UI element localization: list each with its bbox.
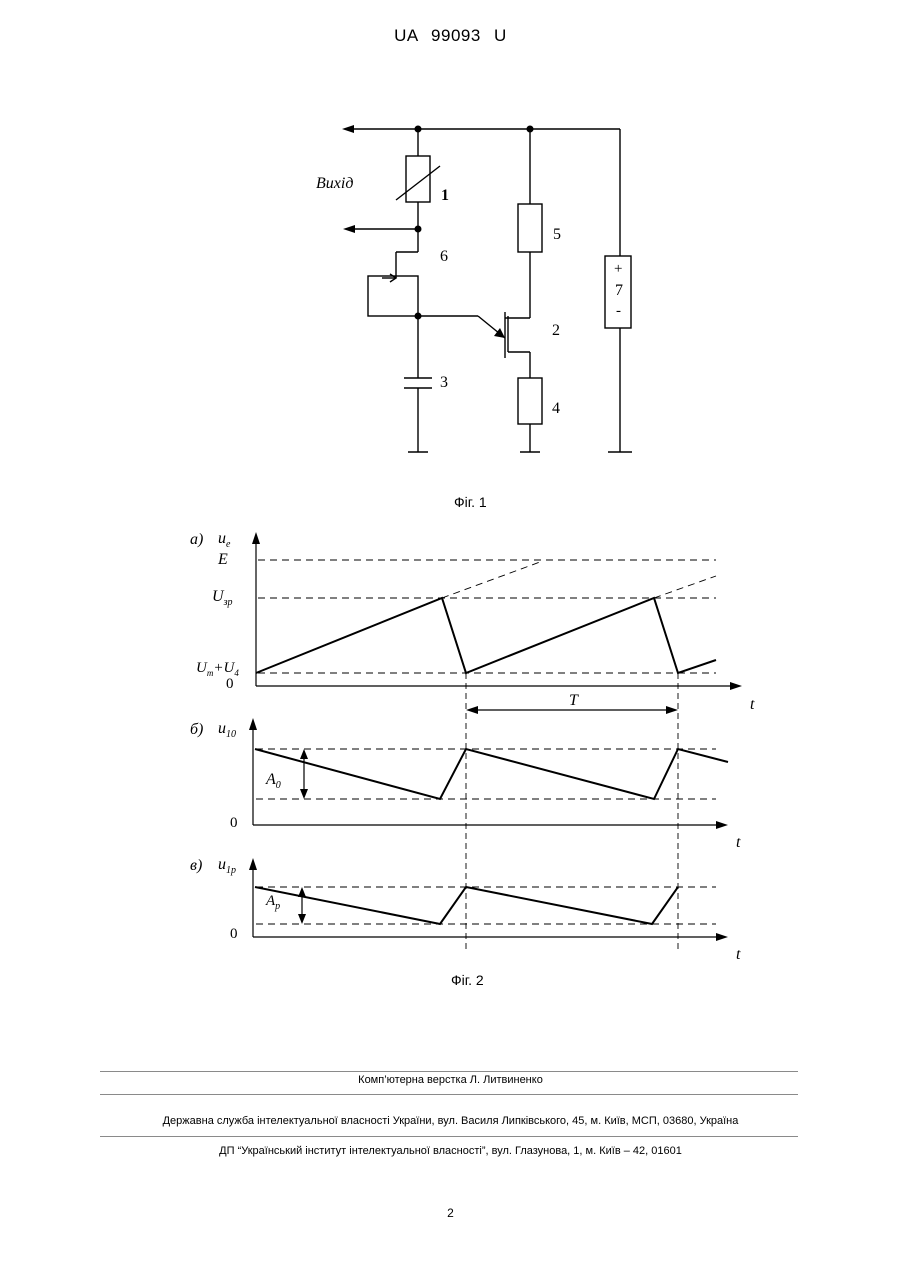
panel-v-guides <box>256 887 716 924</box>
footer-institute: ДП “Український інститут інтелектуальної… <box>0 1145 901 1157</box>
panel-a-zero: 0 <box>226 676 234 693</box>
panel-v-letter: в) <box>190 857 202 875</box>
panel-a-letter: а) <box>190 531 203 549</box>
panel-a-guides <box>258 560 716 673</box>
panel-b-zero: 0 <box>230 815 238 832</box>
panel-b-guides <box>256 749 716 799</box>
panel-b-ylabel: u10 <box>218 720 236 740</box>
panel-v-xlabel: t <box>736 946 740 964</box>
figure-2-caption: Фіг. 2 <box>451 972 484 988</box>
footer-divider-top <box>100 1071 798 1072</box>
level-Uzr-label: Uзр <box>212 588 232 608</box>
panel-v-zero: 0 <box>230 926 238 943</box>
panel-b-xlabel: t <box>736 834 740 852</box>
panel-v-amplitude: Ap <box>266 893 280 912</box>
level-E-label: E <box>218 551 228 569</box>
footer-divider-bottom <box>100 1136 798 1137</box>
panel-v-waveform <box>255 887 678 924</box>
panel-b-amplitude: A0 <box>266 771 281 791</box>
panel-a-waveform <box>256 598 716 673</box>
panel-b-waveform <box>255 749 728 799</box>
panel-v-ylabel: u1p <box>218 856 236 876</box>
panel-a-axes <box>252 532 742 690</box>
panel-a-ylabel: ue <box>218 530 230 550</box>
footer-agency: Державна служба інтелектуальної власност… <box>0 1115 901 1127</box>
page-number: 2 <box>0 1206 901 1220</box>
period-label: T <box>569 692 578 710</box>
footer-typesetting: Комп’ютерна верстка Л. Литвиненко <box>0 1074 901 1086</box>
panel-a-xlabel: t <box>750 696 754 714</box>
panel-b-axes <box>249 718 728 829</box>
footer-divider-middle <box>100 1094 798 1095</box>
panel-b-letter: б) <box>190 721 203 739</box>
